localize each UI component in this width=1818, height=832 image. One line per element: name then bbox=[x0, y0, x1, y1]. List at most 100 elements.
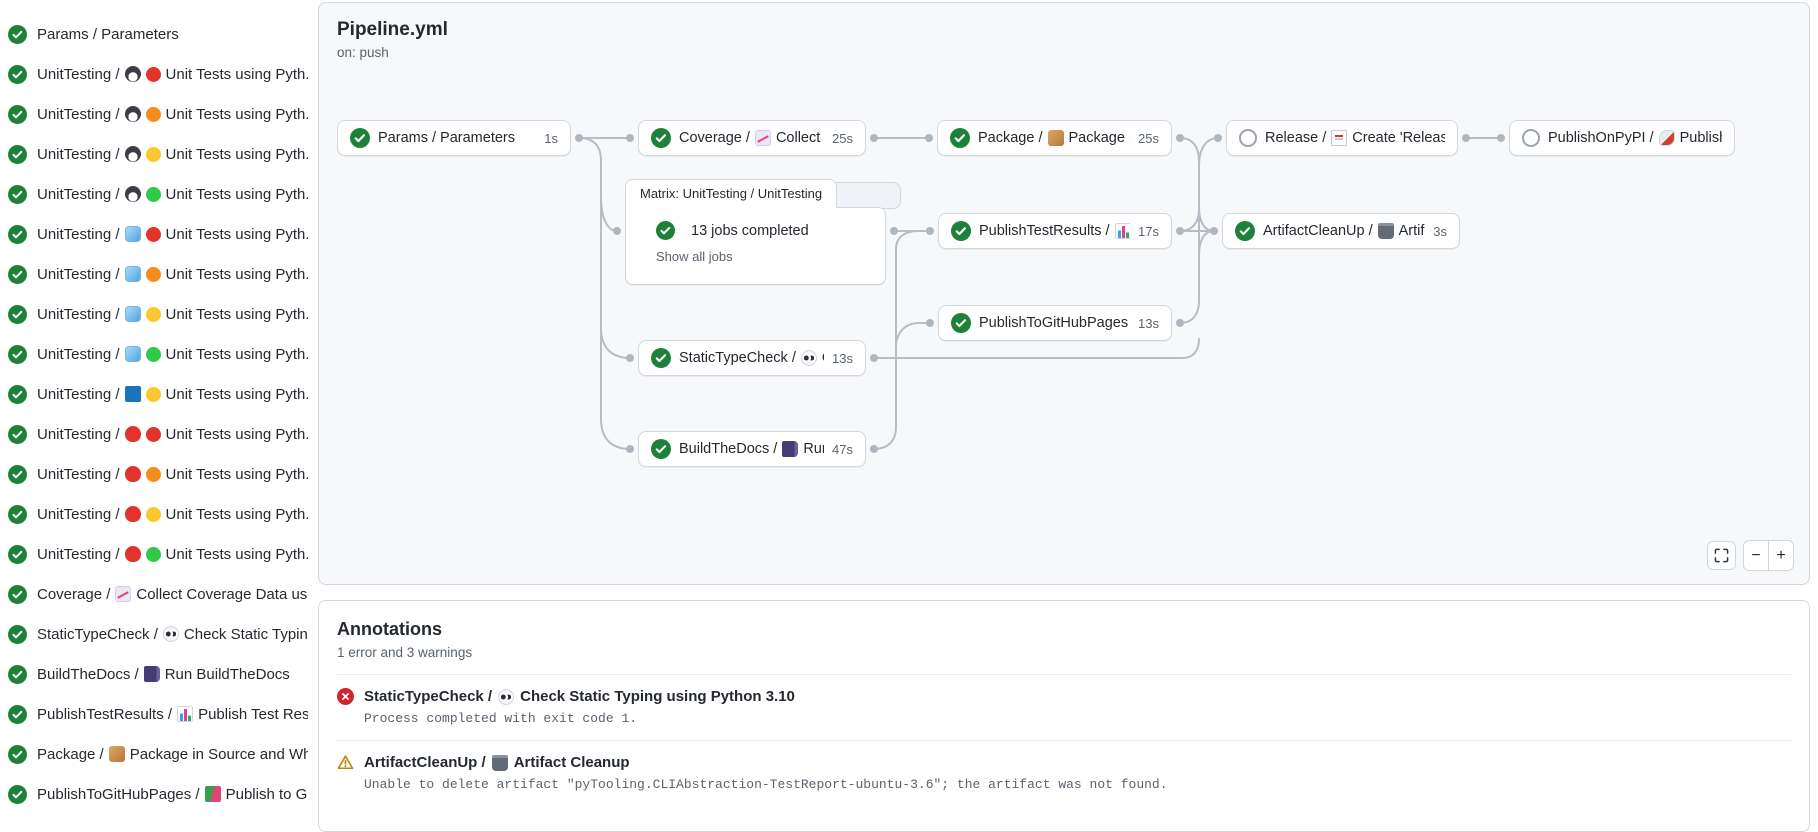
graph-node-btd[interactable]: BuildTheDocs /Run Buil...47s bbox=[638, 431, 866, 467]
job-name: Package / bbox=[37, 745, 104, 763]
chart-increasing-icon bbox=[754, 130, 771, 146]
job-label: UnitTesting / Unit Tests using Pyth... bbox=[37, 546, 308, 563]
annotation-job-link[interactable]: StaticTypeCheck /Check Static Typing usi… bbox=[337, 688, 1791, 705]
matrix-group: Matrix: UnitTesting / UnitTesting 13 job… bbox=[625, 179, 901, 285]
bar-chart-icon bbox=[1114, 223, 1131, 239]
step-name: Run BuildTheDocs bbox=[164, 665, 290, 683]
graph-node-coverage[interactable]: Coverage /Collect Cove...25s bbox=[638, 120, 866, 156]
success-icon bbox=[8, 504, 27, 524]
sidebar-job-item[interactable]: UnitTesting / Unit Tests using Pyth... bbox=[0, 134, 308, 174]
job-name: Coverage / bbox=[37, 585, 111, 603]
success-icon bbox=[950, 128, 970, 148]
sidebar-job-item[interactable]: UnitTesting /Unit Tests using Pyth... bbox=[0, 374, 308, 414]
job-duration: 17s bbox=[1138, 223, 1159, 239]
job-label: UnitTesting / Unit Tests using Pyth... bbox=[37, 506, 308, 523]
job-name: UnitTesting / bbox=[37, 185, 120, 203]
success-icon bbox=[8, 104, 27, 124]
graph-node-acu[interactable]: ArtifactCleanUp /Artifac...3s bbox=[1222, 213, 1460, 249]
rocket-icon bbox=[1658, 130, 1675, 146]
graph-node-ptr[interactable]: PublishTestResults /Pu... 17s bbox=[938, 213, 1172, 249]
job-name: UnitTesting / bbox=[37, 465, 120, 483]
sidebar-job-item[interactable]: UnitTesting /Unit Tests using Pyth... bbox=[0, 294, 308, 334]
step-name: Unit Tests using Pyth... bbox=[165, 345, 308, 363]
graph-node-release[interactable]: Release /Create 'Release P... bbox=[1226, 120, 1458, 156]
matrix-tab[interactable]: Matrix: UnitTesting / UnitTesting bbox=[625, 179, 838, 208]
sidebar-job-item[interactable]: UnitTesting /Unit Tests using Pyth... bbox=[0, 414, 308, 454]
show-all-jobs-link[interactable]: Show all jobs bbox=[656, 249, 733, 264]
sidebar-job-item[interactable]: Params / Parameters bbox=[0, 14, 308, 54]
graph-node-stc[interactable]: StaticTypeCheck /Chec...13s bbox=[638, 340, 866, 376]
sidebar-job-item[interactable]: UnitTesting /Unit Tests using Pyth... bbox=[0, 254, 308, 294]
matrix-summary-card[interactable]: 13 jobs completed Show all jobs bbox=[625, 207, 886, 285]
job-label: UnitTesting /Unit Tests using Pyth... bbox=[37, 226, 308, 243]
job-name: BuildTheDocs / bbox=[679, 441, 778, 457]
step-name: Unit Tests using Pyth... bbox=[165, 185, 308, 203]
job-name: PublishOnPyPI / bbox=[1548, 130, 1654, 146]
success-icon bbox=[8, 144, 27, 164]
job-name: StaticTypeCheck / bbox=[364, 688, 493, 705]
notebook-icon bbox=[782, 441, 799, 457]
success-icon bbox=[8, 264, 27, 284]
step-name: Create 'Release P... bbox=[1352, 130, 1445, 146]
job-name: UnitTesting / bbox=[37, 545, 120, 563]
step-name: Unit Tests using Pyth... bbox=[165, 385, 308, 403]
node-label: PublishTestResults /Pu... bbox=[979, 223, 1131, 239]
sidebar-job-item[interactable]: UnitTesting /Unit Tests using Pyth... bbox=[0, 334, 308, 374]
job-name: PublishToGitHubPages / bbox=[37, 785, 200, 803]
green-dot-icon bbox=[145, 186, 161, 202]
annotations-title: Annotations bbox=[337, 619, 442, 639]
graph-edges bbox=[575, 134, 1505, 453]
success-icon bbox=[8, 384, 27, 404]
sidebar-job-item[interactable]: PublishToGitHubPages /Publish to G... bbox=[0, 774, 308, 814]
node-label: PublishOnPyPI /Publish to ... bbox=[1548, 130, 1722, 146]
job-name: UnitTesting / bbox=[37, 225, 120, 243]
graph-node-pypi[interactable]: PublishOnPyPI /Publish to ... bbox=[1509, 120, 1735, 156]
apple-icon bbox=[124, 546, 141, 562]
job-label: BuildTheDocs /Run BuildTheDocs bbox=[37, 666, 290, 683]
sidebar-job-item[interactable]: BuildTheDocs /Run BuildTheDocs bbox=[0, 654, 308, 694]
sidebar-job-item[interactable]: UnitTesting /Unit Tests using Pyth... bbox=[0, 94, 308, 134]
step-name: Unit Tests using Pyth... bbox=[165, 145, 308, 163]
fullscreen-button[interactable] bbox=[1707, 541, 1736, 570]
success-icon bbox=[8, 344, 27, 364]
sidebar-job-item[interactable]: UnitTesting / Unit Tests using Pyth... bbox=[0, 174, 308, 214]
job-name: UnitTesting / bbox=[37, 145, 120, 163]
sidebar-job-item[interactable]: Package /Package in Source and Wh... bbox=[0, 734, 308, 774]
eyes-icon bbox=[162, 626, 179, 642]
sidebar-job-item[interactable]: UnitTesting /Unit Tests using Pyth... bbox=[0, 214, 308, 254]
sidebar-job-item[interactable]: Coverage /Collect Coverage Data usi... bbox=[0, 574, 308, 614]
skipped-icon bbox=[1522, 129, 1540, 147]
yellow-dot-icon bbox=[145, 146, 161, 162]
graph-node-package[interactable]: Package /Package in So...25s bbox=[937, 120, 1172, 156]
sidebar-job-item[interactable]: UnitTesting /Unit Tests using Pyth... bbox=[0, 454, 308, 494]
job-label: UnitTesting / Unit Tests using Pyth... bbox=[37, 186, 308, 203]
wastebasket-icon bbox=[491, 754, 508, 771]
sidebar-job-item[interactable]: UnitTesting / Unit Tests using Pyth... bbox=[0, 494, 308, 534]
ice-cube-icon bbox=[124, 346, 141, 362]
job-name: UnitTesting / bbox=[37, 425, 120, 443]
bar-chart-icon bbox=[177, 706, 194, 722]
graph-node-ptghp[interactable]: PublishToGitHubPages /...13s bbox=[938, 305, 1172, 341]
workflow-trigger: on: push bbox=[337, 45, 389, 60]
sidebar-job-item[interactable]: UnitTesting /Unit Tests using Pyth... bbox=[0, 54, 308, 94]
annotation-job-link[interactable]: ArtifactCleanUp /Artifact Cleanup bbox=[337, 754, 1791, 771]
sidebar-job-item[interactable]: UnitTesting / Unit Tests using Pyth... bbox=[0, 534, 308, 574]
sidebar-job-item[interactable]: StaticTypeCheck /Check Static Typing... bbox=[0, 614, 308, 654]
step-name: Unit Tests using Pyth... bbox=[165, 305, 308, 323]
job-name: UnitTesting / bbox=[37, 505, 120, 523]
annotation-item: StaticTypeCheck /Check Static Typing usi… bbox=[337, 674, 1791, 726]
notebook-icon bbox=[143, 666, 160, 682]
job-label: UnitTesting / Unit Tests using Pyth... bbox=[37, 146, 308, 163]
step-name: Check Static Typing... bbox=[183, 625, 308, 643]
zoom-in-button[interactable]: + bbox=[1776, 546, 1786, 564]
success-icon bbox=[8, 24, 27, 44]
zoom-out-button[interactable]: − bbox=[1744, 541, 1769, 570]
step-name: Unit Tests using Pyth... bbox=[165, 505, 308, 523]
sidebar-job-item[interactable]: PublishTestResults /Publish Test Resu... bbox=[0, 694, 308, 734]
annotation-message: Unable to delete artifact "pyTooling.CLI… bbox=[364, 777, 1168, 792]
job-name: PublishToGitHubPages / bbox=[979, 315, 1131, 331]
success-icon bbox=[8, 64, 27, 84]
chart-increasing-icon bbox=[115, 586, 132, 602]
step-name: Unit Tests using Pyth... bbox=[165, 545, 308, 563]
